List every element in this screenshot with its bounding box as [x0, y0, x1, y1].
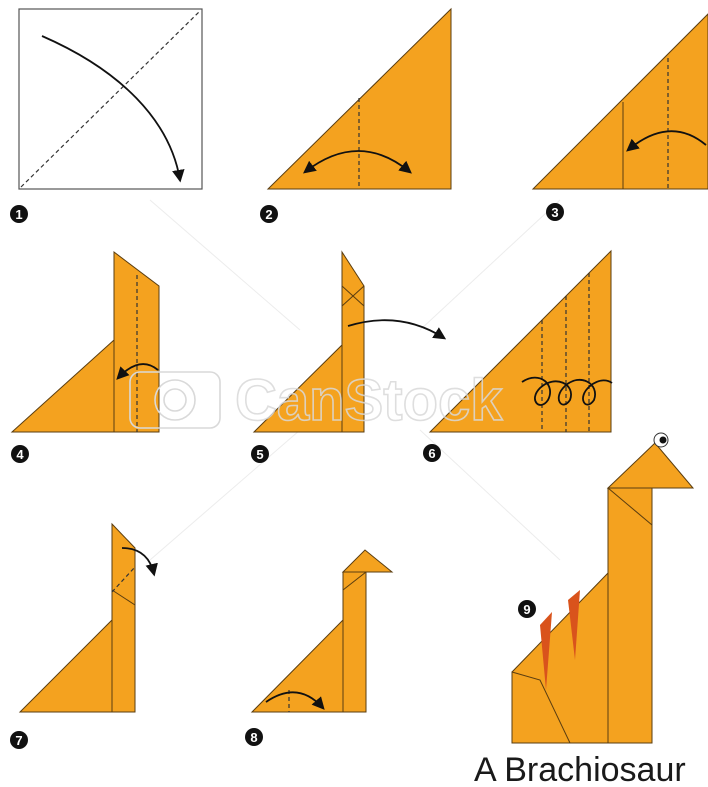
- neck-strip: [342, 571, 367, 713]
- stripe: [540, 612, 552, 690]
- step-6-diagram: [428, 249, 613, 433]
- fold-arrow: [41, 35, 185, 183]
- neck-strip: [111, 522, 136, 713]
- fold-crease: [111, 589, 136, 606]
- step-3-badge: 3: [546, 203, 564, 221]
- fold-crease: [342, 571, 367, 591]
- fold-loop-arrow: [521, 376, 613, 406]
- stripe: [568, 590, 580, 660]
- step-7-diagram: [18, 522, 158, 713]
- step-number: 9: [523, 602, 530, 617]
- step-9-brachiosaur: [511, 432, 695, 744]
- step-3-diagram: [531, 13, 708, 190]
- step-5-badge: 5: [251, 445, 269, 463]
- watermark-text: CanStock: [235, 368, 503, 433]
- fold-arrow: [303, 150, 412, 174]
- step-number: 1: [15, 207, 22, 222]
- fold-guide: [111, 566, 136, 593]
- tail-flap: [511, 671, 571, 744]
- step-number: 7: [15, 733, 22, 748]
- step-4-diagram: [10, 250, 160, 433]
- head-fold: [341, 549, 394, 573]
- step-number: 8: [250, 730, 257, 745]
- triangle-paper: [250, 618, 344, 713]
- neck: [607, 487, 653, 744]
- neck-strip: [341, 250, 365, 433]
- step-number: 5: [256, 447, 263, 462]
- fold-crease: [341, 285, 365, 307]
- fold-arrow: [347, 319, 447, 340]
- watermark-camera-icon: [129, 371, 221, 429]
- step-9-badge: 9: [518, 600, 536, 618]
- step-7-badge: 7: [10, 731, 28, 749]
- step-number: 6: [428, 446, 435, 461]
- step-8-diagram: [250, 549, 394, 713]
- step-8-badge: 8: [245, 728, 263, 746]
- step-2-diagram: [266, 7, 452, 190]
- fold-arrow: [626, 130, 707, 152]
- triangle-paper: [10, 338, 115, 433]
- fold-arrow: [116, 363, 159, 380]
- diagram-caption: A Brachiosaur: [474, 751, 686, 787]
- step-5-diagram: [252, 250, 447, 433]
- step-4-badge: 4: [11, 445, 29, 463]
- neck-crease: [607, 487, 653, 526]
- step-1-badge: 1: [10, 205, 28, 223]
- triangle-paper: [18, 618, 113, 713]
- step-1-diagram: [18, 8, 203, 190]
- step-6-badge: 6: [423, 444, 441, 462]
- watermark-lines: [149, 199, 561, 561]
- step-number: 2: [265, 207, 272, 222]
- step-number: 3: [551, 205, 558, 220]
- fold-arrow: [265, 691, 325, 710]
- eye-pupil: [659, 436, 667, 444]
- head: [606, 442, 695, 489]
- triangle-paper: [531, 13, 708, 190]
- step-number: 4: [16, 447, 24, 462]
- step-2-badge: 2: [260, 205, 278, 223]
- fold-arrow: [121, 547, 158, 577]
